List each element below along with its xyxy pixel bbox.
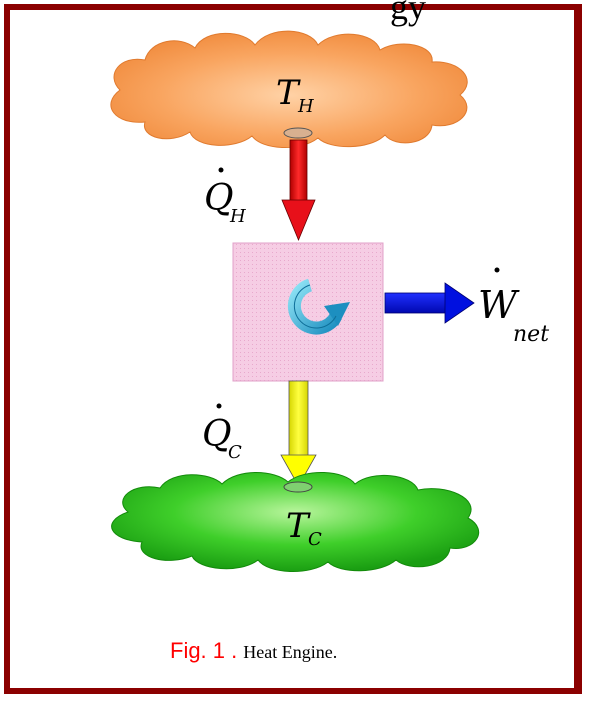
engine-box xyxy=(233,243,383,381)
work-out-symbol: W xyxy=(478,283,520,327)
work-out-subscript: net xyxy=(513,322,549,347)
heat-in-subscript: H xyxy=(229,206,246,227)
cold-temp-subscript: C xyxy=(308,529,322,550)
figure-caption: Fig. 1 . Heat Engine. xyxy=(170,638,337,664)
work-out-arrow xyxy=(385,283,474,323)
heat-out-dot xyxy=(217,404,222,409)
figure-title: Heat Engine. xyxy=(243,642,337,662)
hot-temp-subscript: H xyxy=(297,96,314,117)
heat-out-arrow xyxy=(281,381,316,486)
cold-reservoir-port xyxy=(284,482,312,492)
heat-out-subscript: C xyxy=(228,442,242,463)
hot-reservoir-port xyxy=(284,128,312,138)
work-out-dot xyxy=(495,268,500,273)
heat-in-arrow xyxy=(282,140,315,240)
figure-number: Fig. 1 . xyxy=(170,638,237,663)
heat-in-dot xyxy=(219,168,224,173)
